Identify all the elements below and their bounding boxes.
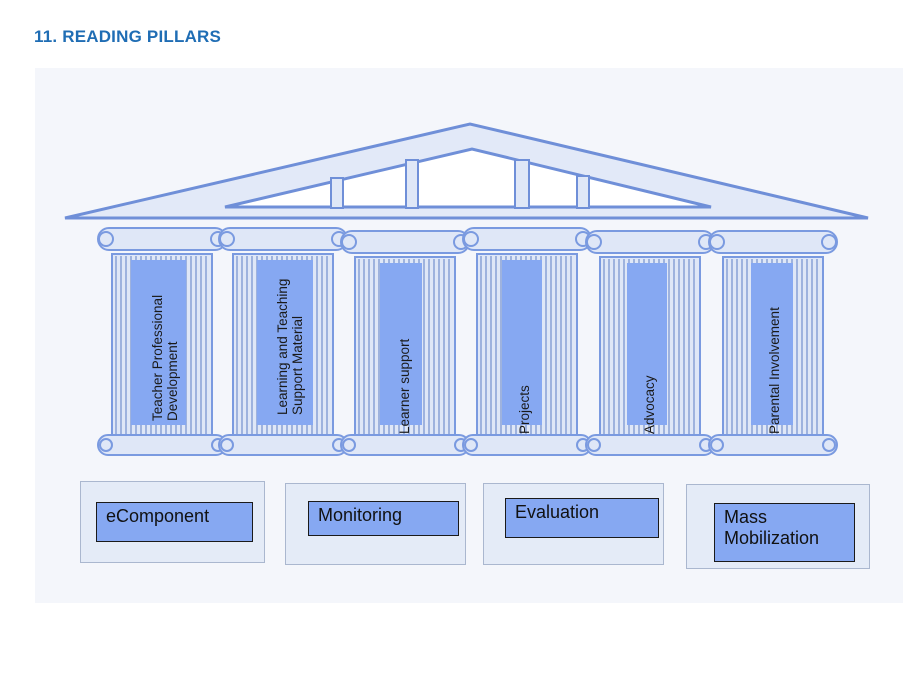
pillar-label-panel bbox=[627, 263, 667, 425]
pillar-label-panel bbox=[257, 260, 313, 425]
roof-post bbox=[514, 159, 530, 209]
columns bbox=[97, 227, 838, 456]
pillar-capital bbox=[708, 230, 838, 254]
pillar-label-panel bbox=[380, 263, 422, 425]
capital-volute bbox=[821, 234, 837, 250]
base-volute bbox=[342, 438, 356, 452]
pillar-2 bbox=[218, 227, 348, 456]
pillar-base bbox=[708, 434, 838, 456]
diagram-panel: Teacher Professional Development Learnin… bbox=[35, 68, 903, 603]
base-volute bbox=[99, 438, 113, 452]
base-volute bbox=[822, 438, 836, 452]
pillar-capital bbox=[585, 230, 715, 254]
pillar-capital bbox=[340, 230, 470, 254]
roof-post bbox=[405, 159, 419, 209]
capital-volute bbox=[586, 234, 602, 250]
pillar-label-projects: Projects bbox=[516, 385, 532, 434]
foundation-mass-mobilization: Mass Mobilization bbox=[714, 503, 855, 562]
pillar-4 bbox=[462, 227, 592, 456]
capital-volute bbox=[709, 234, 725, 250]
pillar-capital bbox=[218, 227, 348, 251]
pillar-capital bbox=[462, 227, 592, 251]
base-volute bbox=[220, 438, 234, 452]
foundation-monitoring: Monitoring bbox=[308, 501, 459, 536]
pillar-label-learner-support: Learner support bbox=[396, 338, 412, 434]
page-title: 11. READING PILLARS bbox=[34, 27, 222, 46]
pillar-label-teacher-development: Teacher Professional Development bbox=[150, 294, 180, 421]
pillar-3 bbox=[340, 230, 470, 456]
pillar-label-learning-support-material: Learning and Teaching Support Material bbox=[275, 278, 305, 415]
pillar-base bbox=[97, 434, 227, 456]
capital-volute bbox=[98, 231, 114, 247]
pillar-1 bbox=[97, 227, 227, 456]
foundation-ecomponent: eComponent bbox=[96, 502, 253, 542]
roof bbox=[64, 122, 869, 220]
pillar-label-panel bbox=[502, 260, 542, 425]
pillar-6 bbox=[708, 230, 838, 456]
pillar-label-panel bbox=[751, 263, 793, 425]
base-volute bbox=[587, 438, 601, 452]
base-volute bbox=[464, 438, 478, 452]
pillars-diagram bbox=[64, 122, 869, 456]
capital-volute bbox=[341, 234, 357, 250]
capital-volute bbox=[219, 231, 235, 247]
pillar-label-advocacy: Advocacy bbox=[641, 375, 657, 434]
pillar-capital bbox=[97, 227, 227, 251]
pillar-label-panel bbox=[131, 260, 186, 425]
capital-volute bbox=[463, 231, 479, 247]
pillar-5 bbox=[585, 230, 715, 456]
base-volute bbox=[710, 438, 724, 452]
foundation-evaluation: Evaluation bbox=[505, 498, 659, 538]
roof-post bbox=[330, 177, 344, 209]
pillar-label-parental-involvement: Parental Involvement bbox=[766, 307, 782, 434]
pillar-base bbox=[218, 434, 348, 456]
roof-post bbox=[576, 175, 590, 209]
